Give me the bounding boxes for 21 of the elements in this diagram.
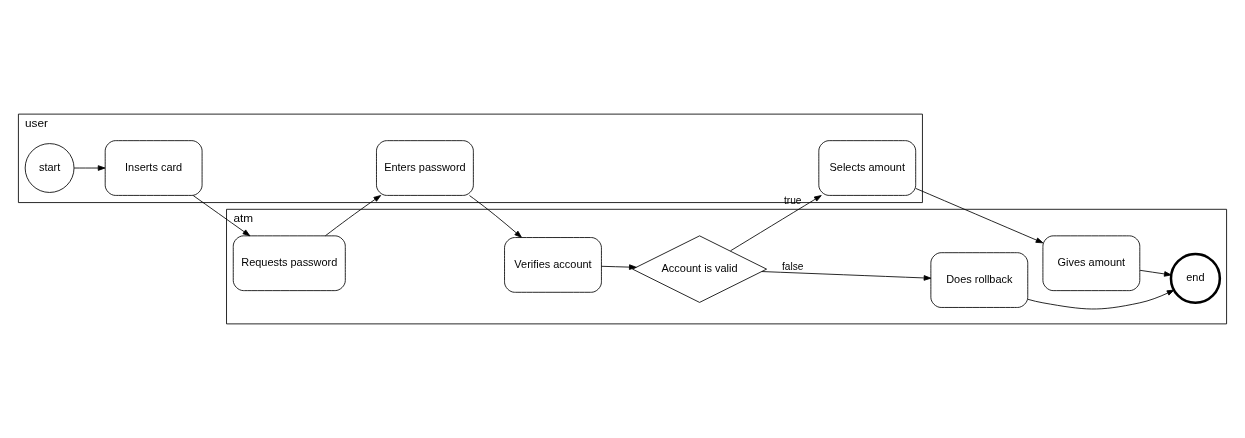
- arrow: [730, 195, 822, 252]
- arrow: [915, 188, 1044, 244]
- arrow: [1027, 289, 1175, 310]
- node-box: Verifies account: [504, 237, 602, 293]
- node-diamond: Account is valid: [632, 235, 767, 303]
- node-circle: end: [1169, 252, 1222, 305]
- node-box: Enters password: [376, 140, 474, 196]
- node-box: Requests password: [232, 235, 346, 292]
- edge-label: false: [782, 260, 804, 272]
- node-circle: start: [24, 143, 75, 193]
- arrow: [601, 264, 637, 270]
- arrow: [1139, 269, 1172, 277]
- node-box: Gives amount: [1042, 235, 1141, 292]
- arrow: [73, 165, 106, 171]
- arrow: [324, 195, 382, 237]
- node-box: Does rollback: [930, 252, 1029, 308]
- node-box: Selects amount: [818, 140, 917, 196]
- arrow: [192, 195, 251, 237]
- arrow: [761, 271, 932, 281]
- arrow: [469, 195, 522, 238]
- node-box: Inserts card: [104, 140, 203, 196]
